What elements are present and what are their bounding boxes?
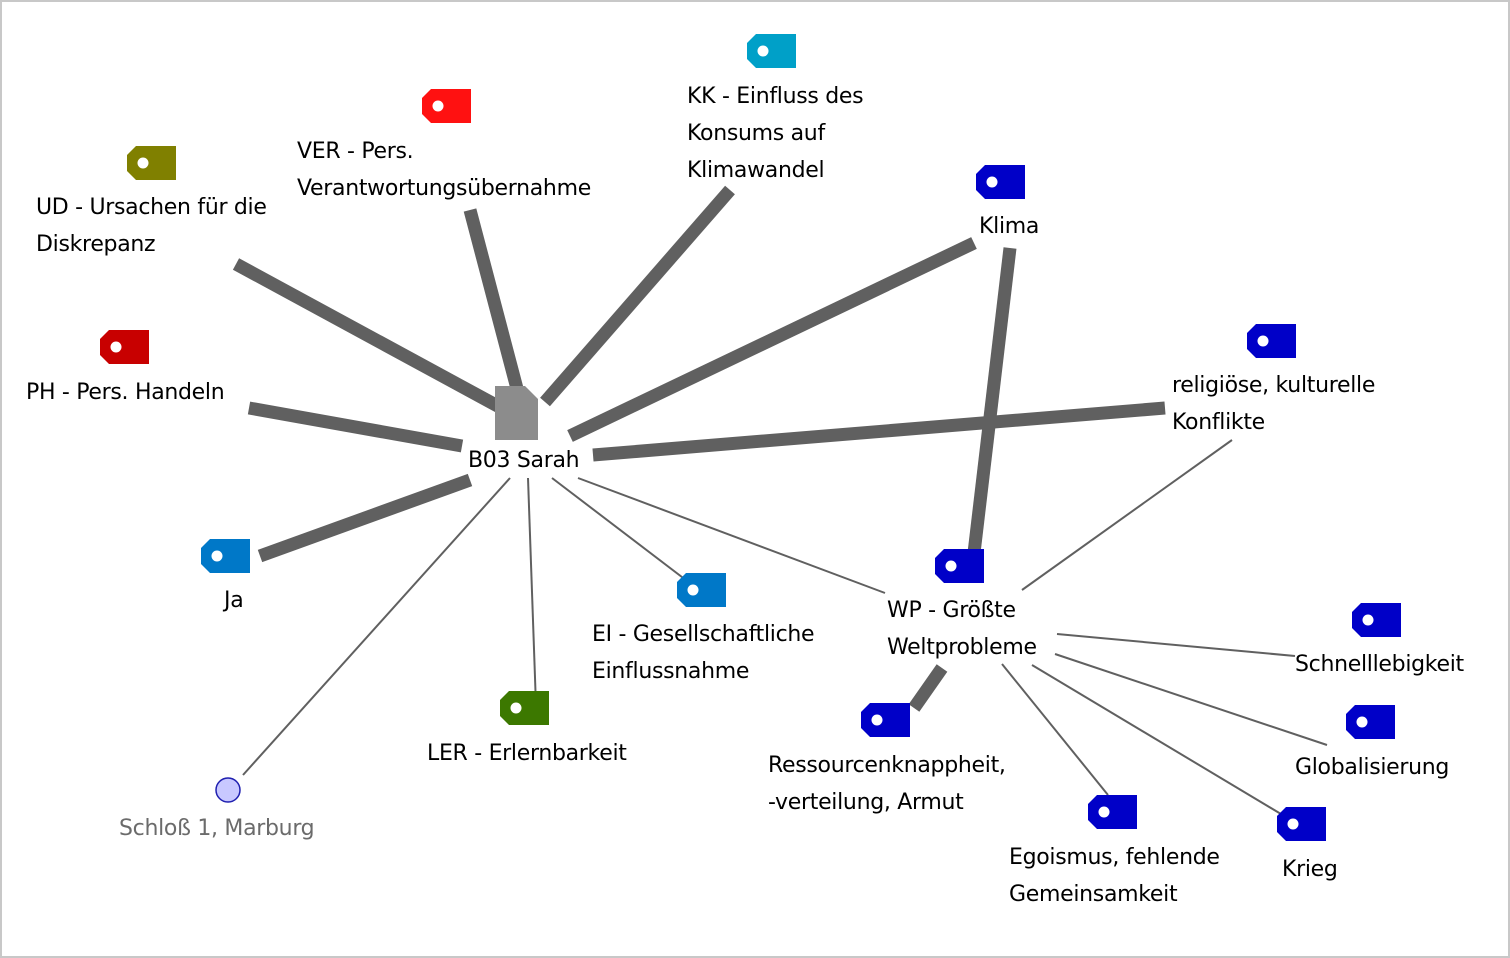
edge-b03-ei[interactable] [551,477,696,588]
node-label: PH - Pers. Handeln [26,380,225,405]
edge-b03-schloss[interactable] [242,477,511,776]
edge-wp-ego[interactable] [1001,663,1109,796]
edge-b03-ver[interactable] [463,208,527,402]
edge-b03-rel[interactable] [592,401,1166,462]
node-label: Klima [979,214,1040,239]
tag-icon[interactable] [500,691,549,725]
node-label: B03 Sarah [468,448,580,473]
location-circle-icon[interactable] [214,776,242,804]
node-label: Ressourcenknappheit, -verteilung, Armut [768,753,1006,815]
node-label: KK - Einfluss des Konsums auf Klimawande… [687,84,864,183]
document-icon[interactable] [495,386,539,440]
tag-icon[interactable] [1277,807,1326,841]
tag-icon[interactable] [201,539,250,573]
node-label: Schloß 1, Marburg [119,816,315,841]
edge-wp-ress[interactable] [908,664,948,712]
node-label: Egoismus, fehlende Gemeinsamkeit [1009,845,1220,907]
node-label: EI - Gesellschaftliche Einflussnahme [592,622,815,684]
tag-icon[interactable] [100,330,149,364]
node-label: Globalisierung [1295,755,1450,780]
tag-icon[interactable] [1247,324,1296,358]
edge-b03-kk[interactable] [540,185,735,407]
tag-icon[interactable] [677,573,726,607]
edge-wp-krieg[interactable] [1031,664,1297,824]
node-label: Schnelllebigkeit [1295,652,1464,677]
edge-wp-schnell[interactable] [1056,633,1296,657]
edge-b03-ud[interactable] [232,258,509,416]
tag-icon[interactable] [127,146,176,180]
node-label: LER - Erlernbarkeit [427,741,627,766]
tag-icon[interactable] [1346,705,1395,739]
node-label: Ja [224,588,244,613]
tag-icon[interactable] [422,89,471,123]
edge-rel-wp[interactable] [1021,439,1233,591]
node-label: VER - Pers. Verantwortungsübernahme [297,139,591,201]
edge-b03-klima[interactable] [567,237,977,442]
tag-icon[interactable] [747,34,796,68]
edge-wp-glob[interactable] [1054,653,1328,746]
tag-icon[interactable] [935,549,984,583]
edge-b03-ler[interactable] [527,477,537,707]
node-label: Krieg [1282,857,1338,882]
tag-icon[interactable] [1352,603,1401,637]
node-label: WP - Größte Weltprobleme [887,598,1037,660]
node-label: religiöse, kulturelle Konflikte [1172,373,1376,435]
edge-b03-ja[interactable] [257,473,473,563]
tag-icon[interactable] [1088,795,1137,829]
tag-icon[interactable] [861,703,910,737]
edge-klima-wp[interactable] [967,247,1017,554]
node-label: UD - Ursachen für die Diskrepanz [36,195,267,257]
edge-b03-ph[interactable] [247,401,464,453]
edge-b03-wp[interactable] [577,477,886,594]
tag-icon[interactable] [976,165,1025,199]
